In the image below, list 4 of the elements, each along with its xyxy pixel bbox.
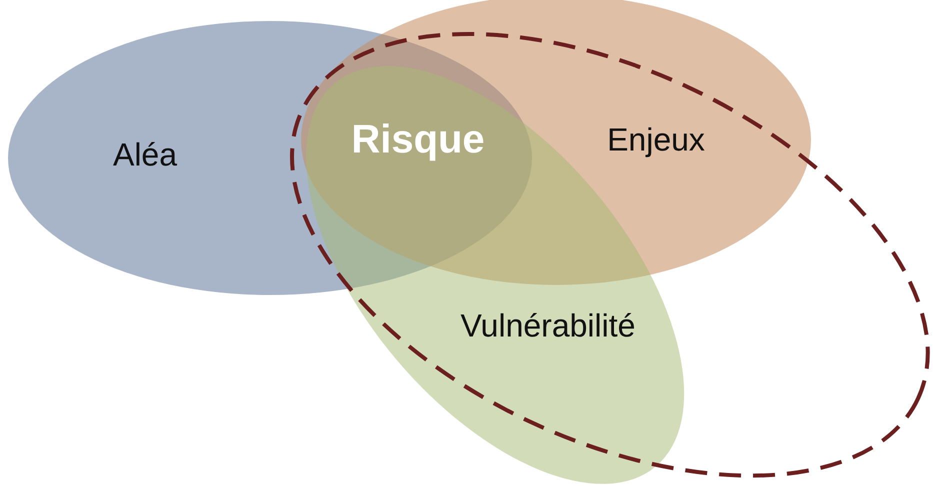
- set-label: Vulnérabilité: [460, 307, 636, 344]
- set-label: Enjeux: [607, 122, 705, 158]
- set-label: Aléa: [112, 136, 178, 174]
- intersection-label: Risque: [351, 118, 485, 162]
